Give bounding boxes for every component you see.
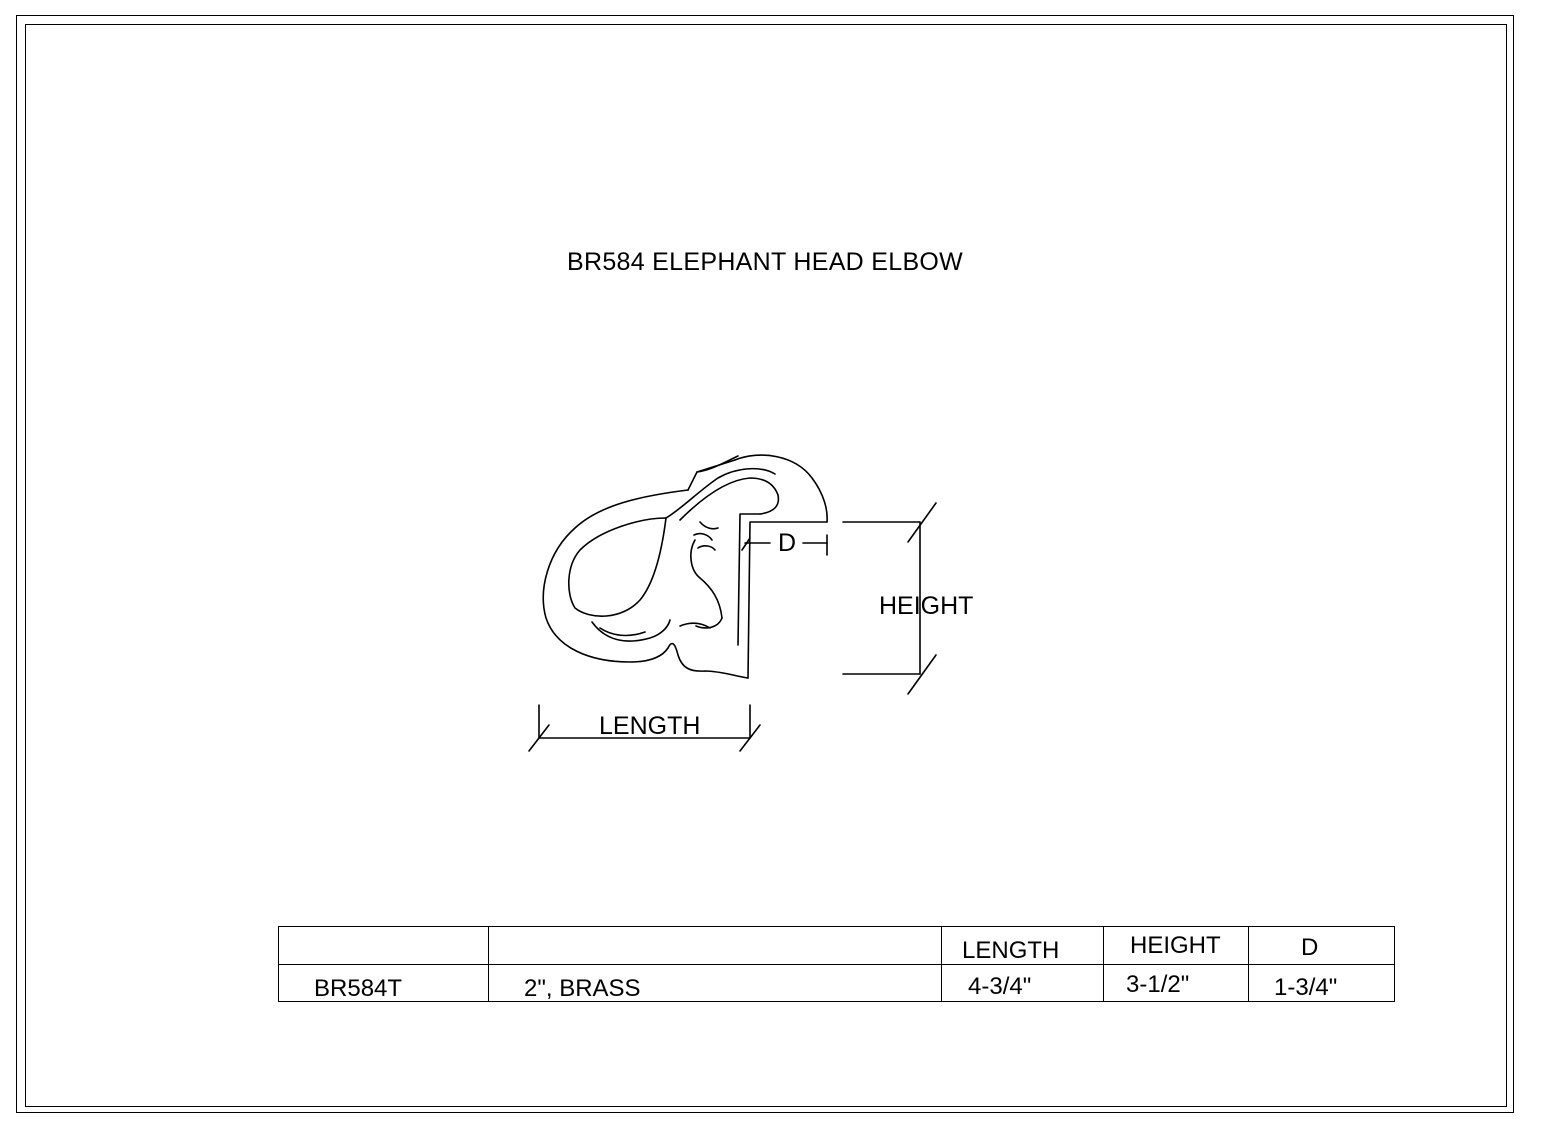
height-dimension-label: HEIGHT (879, 592, 974, 620)
height-dimension (842, 502, 937, 695)
header-cell-length: LENGTH (941, 926, 1104, 965)
cell-d: 1-3/4" (1248, 964, 1395, 1002)
header-cell-part (278, 926, 489, 965)
spec-table: LENGTH HEIGHT D BR584T 2", BRASS 4-3/4" … (278, 926, 1395, 1002)
header-cell-height: HEIGHT (1103, 926, 1249, 965)
drawing-border-outer (16, 15, 1514, 1113)
d-dimension (741, 534, 828, 556)
table-row: BR584T 2", BRASS 4-3/4" 3-1/2" 1-3/4" (278, 964, 1395, 1002)
cell-part-number: BR584T (278, 964, 489, 1002)
header-cell-d: D (1248, 926, 1395, 965)
d-dimension-label: D (778, 529, 797, 557)
header-cell-description (488, 926, 942, 965)
spec-table-header-row: LENGTH HEIGHT D (278, 926, 1395, 965)
cell-length: 4-3/4" (941, 964, 1104, 1002)
drawing-border-inner (25, 24, 1507, 1107)
cell-height: 3-1/2" (1103, 964, 1249, 1002)
length-dimension-label: LENGTH (599, 712, 701, 740)
elephant-head-outline (542, 454, 828, 679)
length-dimension (528, 704, 761, 752)
drawing-title: BR584 ELEPHANT HEAD ELBOW (567, 248, 964, 276)
cell-description: 2", BRASS (488, 964, 942, 1002)
